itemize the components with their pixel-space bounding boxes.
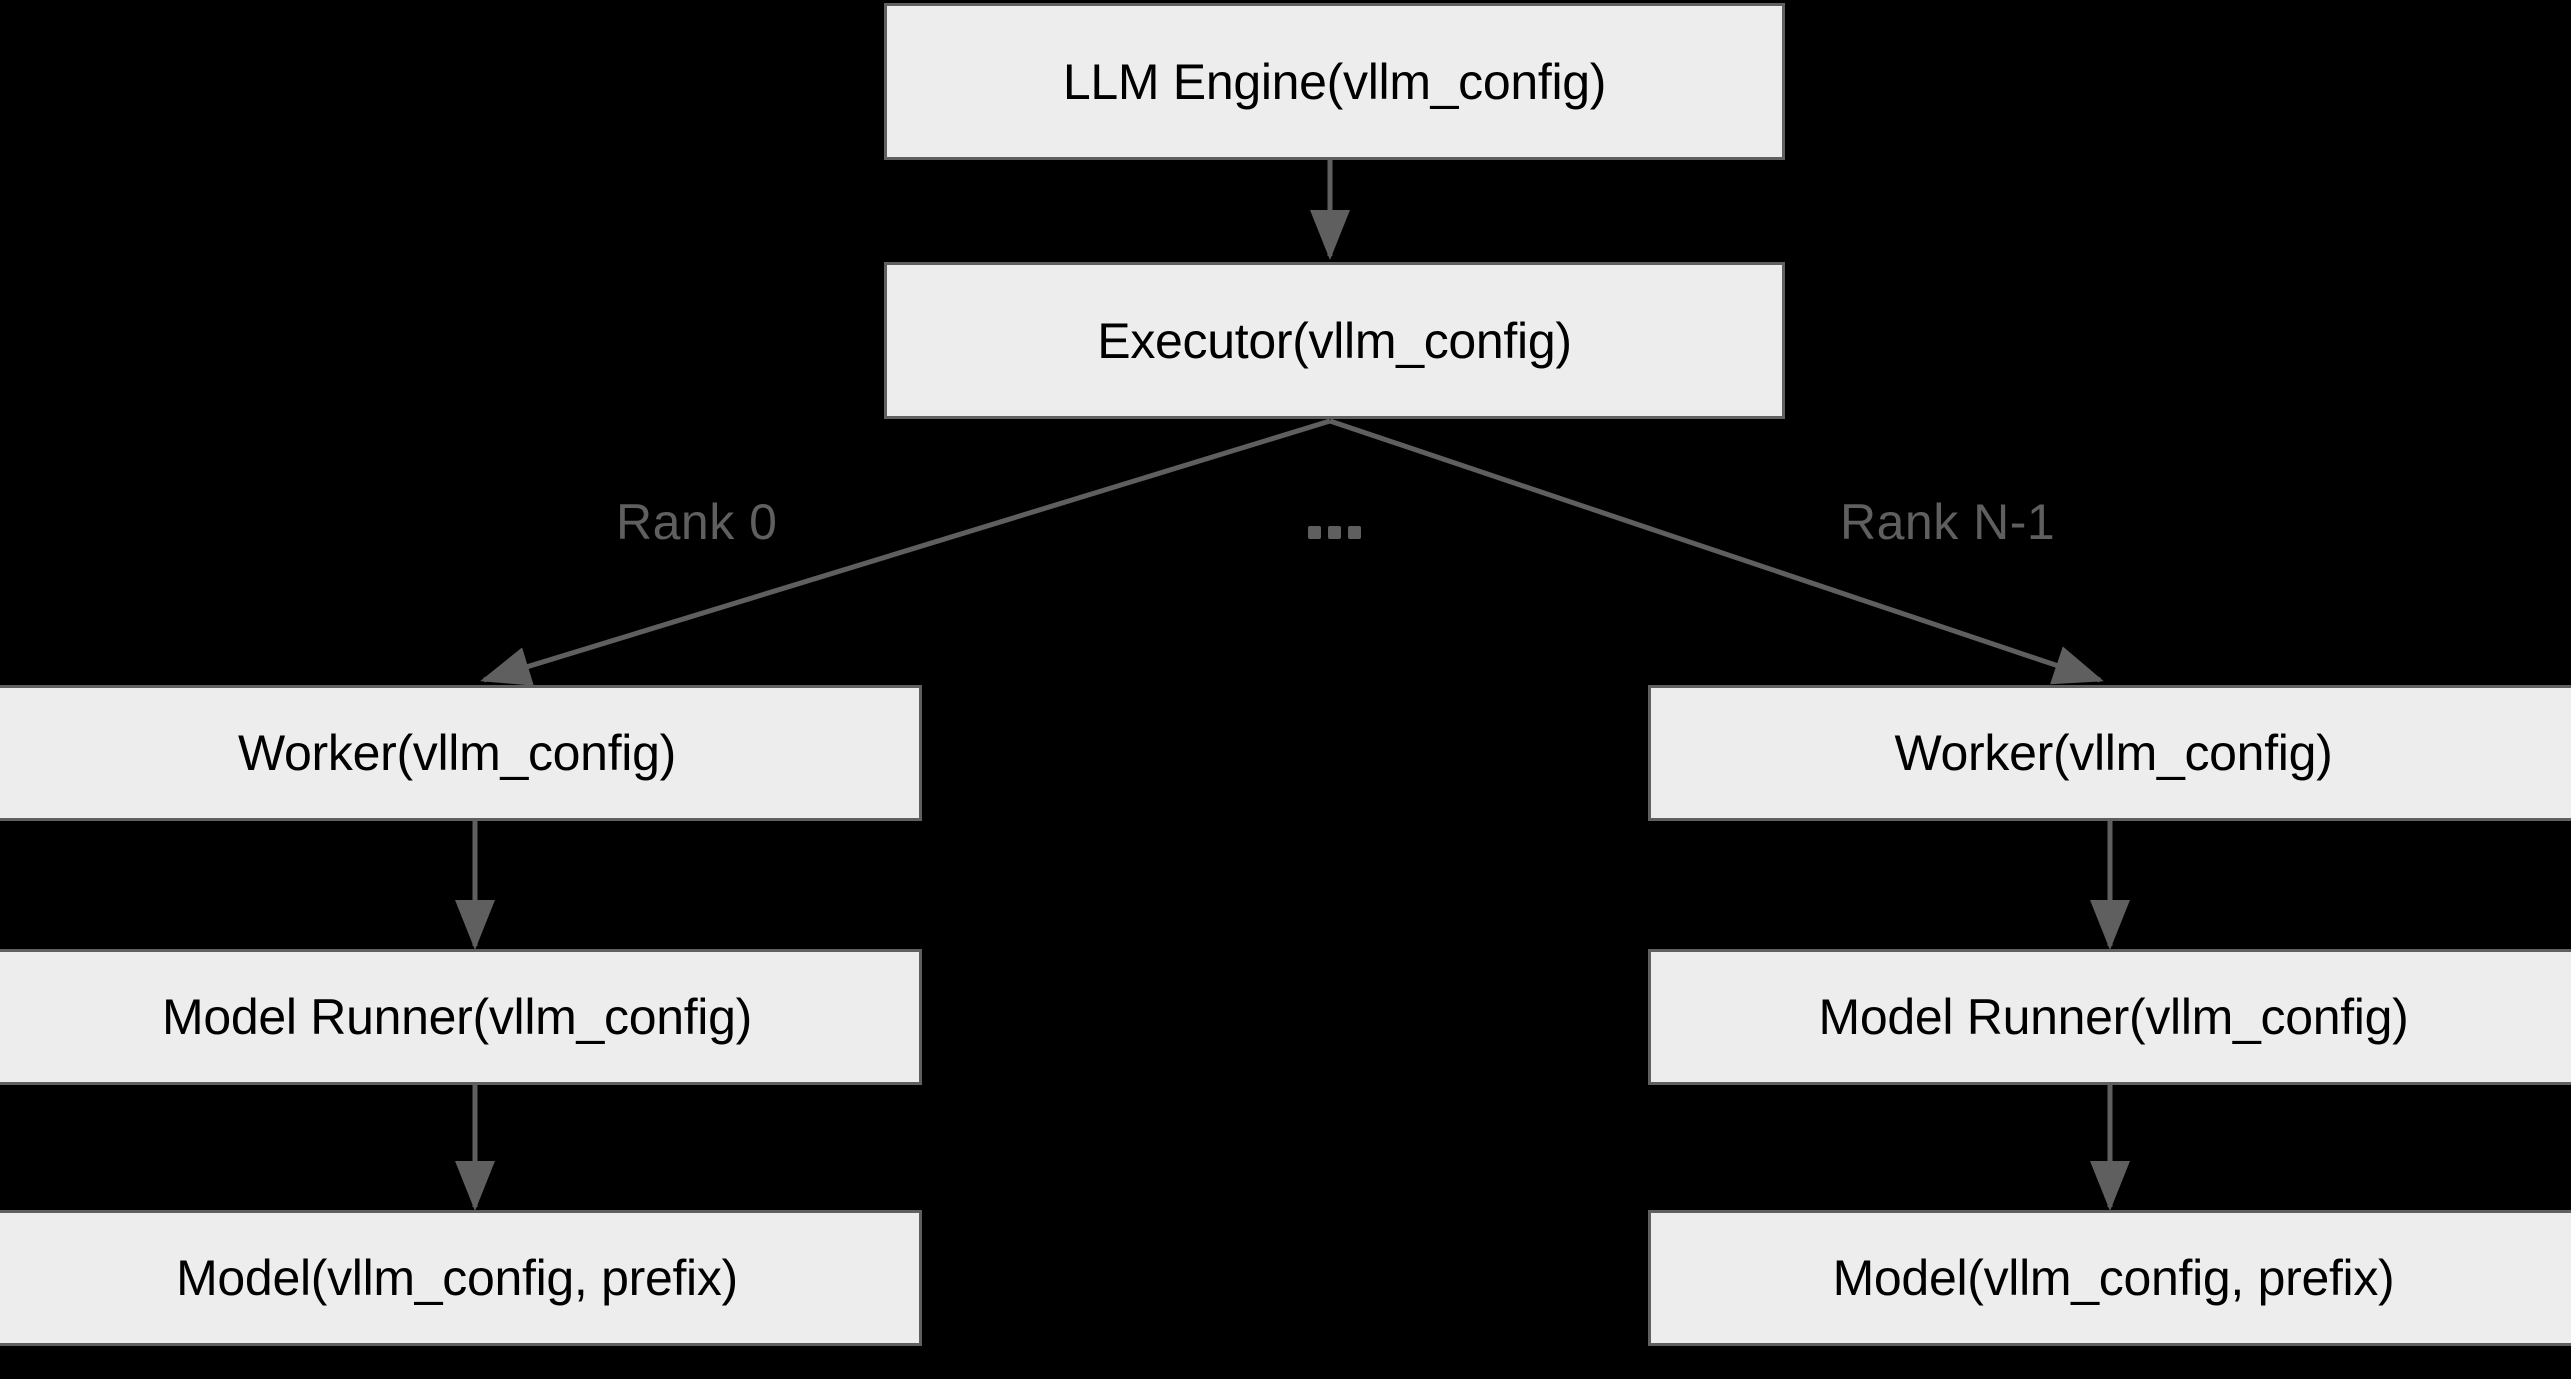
node-model-rankn-label: Model(vllm_config, prefix) bbox=[1832, 1250, 2395, 1306]
node-worker-rank0[interactable]: Worker(vllm_config) bbox=[0, 685, 922, 821]
edge-executor-to-worker-rank0 bbox=[480, 418, 1331, 686]
ellipsis-dot-1 bbox=[1308, 526, 1321, 539]
edge-label-rank-0-text: Rank 0 bbox=[616, 494, 778, 550]
node-model-rankn[interactable]: Model(vllm_config, prefix) bbox=[1648, 1210, 2571, 1346]
node-model-rank0-label: Model(vllm_config, prefix) bbox=[176, 1250, 738, 1306]
node-worker-rank0-label: Worker(vllm_config) bbox=[238, 725, 676, 781]
node-executor-label: Executor(vllm_config) bbox=[1097, 312, 1572, 369]
node-worker-rankn-label: Worker(vllm_config) bbox=[1894, 725, 2333, 781]
node-executor[interactable]: Executor(vllm_config) bbox=[884, 262, 1785, 419]
node-model-rank0[interactable]: Model(vllm_config, prefix) bbox=[0, 1210, 922, 1346]
ellipsis-dot-3 bbox=[1348, 526, 1361, 539]
edge-label-rank-ellipsis bbox=[1308, 526, 1361, 539]
node-llm-engine-label: LLM Engine(vllm_config) bbox=[1062, 53, 1607, 110]
node-model-runner-rankn-label: Model Runner(vllm_config) bbox=[1818, 989, 2409, 1045]
ellipsis-dot-2 bbox=[1328, 526, 1341, 539]
node-model-runner-rankn[interactable]: Model Runner(vllm_config) bbox=[1648, 949, 2571, 1085]
edge-label-rank-n-minus-1-text: Rank N-1 bbox=[1840, 494, 2056, 550]
edge-label-rank-n-minus-1: Rank N-1 bbox=[1840, 493, 2055, 551]
node-worker-rankn[interactable]: Worker(vllm_config) bbox=[1648, 685, 2571, 821]
node-model-runner-rank0-label: Model Runner(vllm_config) bbox=[162, 989, 752, 1045]
node-llm-engine[interactable]: LLM Engine(vllm_config) bbox=[884, 3, 1785, 160]
node-model-runner-rank0[interactable]: Model Runner(vllm_config) bbox=[0, 949, 922, 1085]
edge-label-rank-0: Rank 0 bbox=[616, 493, 777, 551]
